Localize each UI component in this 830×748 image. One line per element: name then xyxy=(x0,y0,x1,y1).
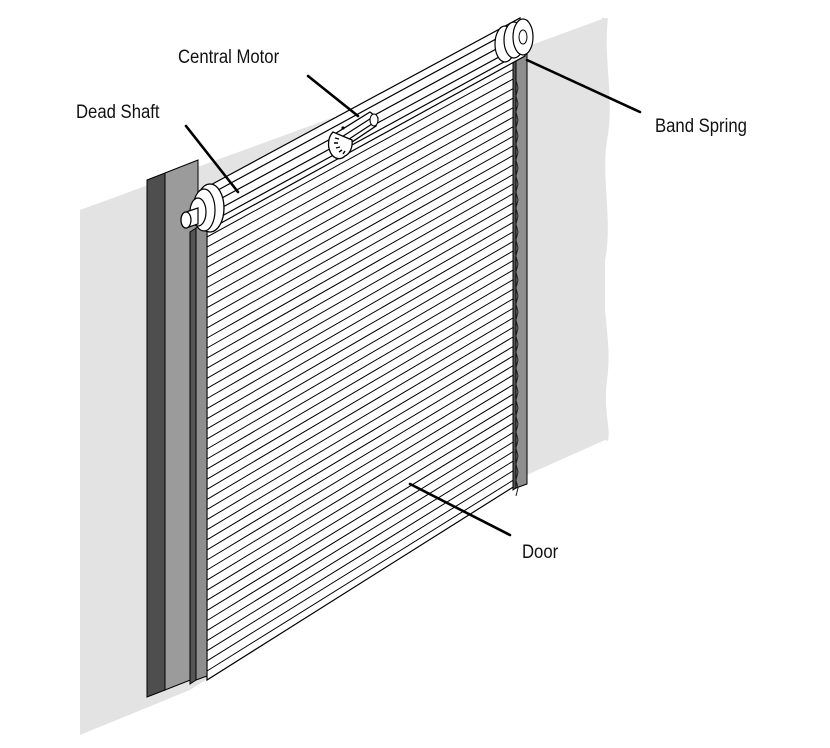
door-leader xyxy=(408,482,512,537)
door-slat xyxy=(206,142,519,319)
door-slat xyxy=(206,190,519,369)
door-slat xyxy=(206,429,519,621)
door-slat xyxy=(206,228,519,410)
door-slat xyxy=(206,381,519,571)
door-slat xyxy=(206,333,519,521)
door-slat xyxy=(206,438,519,632)
door-slat xyxy=(206,276,519,460)
right-rail-bumps xyxy=(515,79,519,497)
door-label: Door xyxy=(522,541,558,562)
door-slat xyxy=(206,457,519,652)
door-slat xyxy=(206,371,519,561)
right-guide-rail xyxy=(512,53,528,497)
door-slat xyxy=(206,238,519,420)
door-slat xyxy=(206,75,519,248)
door-slat xyxy=(206,114,519,288)
central-motor-label: Central Motor xyxy=(178,46,279,67)
door-slat xyxy=(206,66,519,238)
band-spring-leader xyxy=(525,58,642,114)
door-slat xyxy=(206,257,519,440)
door-slat xyxy=(206,409,519,601)
door-slat xyxy=(206,180,519,359)
band-spring-label: Band Spring xyxy=(655,115,747,136)
motor-gear-teeth xyxy=(334,137,346,155)
door-slat xyxy=(206,362,519,551)
door-slat xyxy=(206,161,519,339)
door-slat xyxy=(206,390,519,581)
left-post-side xyxy=(146,172,166,698)
door-curtain xyxy=(206,55,519,682)
right-drum-hub xyxy=(518,29,528,45)
door-slats xyxy=(206,66,519,672)
band-spring-drums xyxy=(494,18,534,63)
door-slat xyxy=(206,85,519,258)
motor-gear xyxy=(327,131,353,160)
door-slat xyxy=(206,448,519,642)
door-slat xyxy=(206,304,519,490)
left-guide-rail-side xyxy=(189,227,197,685)
dead-shaft-end xyxy=(180,183,225,233)
door-slat xyxy=(206,343,519,531)
door-slat xyxy=(206,400,519,591)
door-slat xyxy=(206,152,519,329)
door-slat xyxy=(206,352,519,541)
door-slat xyxy=(206,476,519,672)
central-motor xyxy=(327,111,379,160)
door-slat xyxy=(206,295,519,480)
dead-shaft-tip xyxy=(180,211,192,229)
door-slat xyxy=(206,104,519,278)
door-slat xyxy=(206,467,519,662)
motor-cap xyxy=(369,113,379,127)
door-slat xyxy=(206,285,519,470)
door-slat xyxy=(206,199,519,379)
central-motor-leader xyxy=(306,74,360,118)
door-slat xyxy=(206,171,519,349)
right-guide-rail-side xyxy=(512,56,517,491)
door-slat xyxy=(206,209,519,389)
motor-bolt xyxy=(341,126,345,130)
door-slat xyxy=(206,324,519,510)
door-slat xyxy=(206,123,519,299)
dead-shaft-leader xyxy=(184,124,240,194)
left-guide-rail xyxy=(189,223,208,685)
door-slat xyxy=(206,314,519,500)
door-slat xyxy=(206,94,519,268)
door-slat xyxy=(206,419,519,611)
dead-shaft-label: Dead Shaft xyxy=(76,101,160,122)
left-guide-rail-front xyxy=(195,223,208,681)
door-slat xyxy=(206,247,519,430)
door-slat xyxy=(206,133,519,309)
door-slat xyxy=(206,266,519,450)
door-slat xyxy=(206,219,519,399)
